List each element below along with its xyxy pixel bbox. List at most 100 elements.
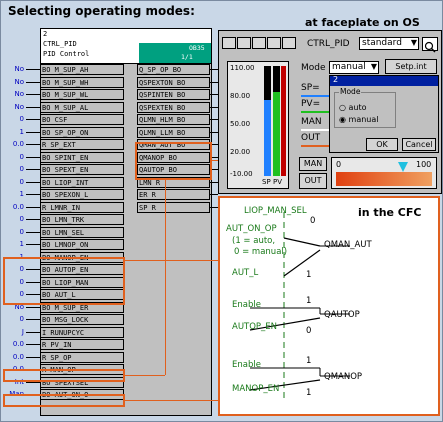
output-row[interactable]: QSPEXTON BO [137,76,210,88]
input-row[interactable]: BO LIOP_INT [40,176,124,188]
cfc-n0a: 0 [310,216,316,226]
input-row[interactable]: R SP_OP [40,351,124,363]
cfc-qmanop: QMANOP [324,372,363,382]
output-pin [210,156,218,158]
bar-graph-panel: 110.00 80.00 50.00 20.00 -10.00 SP PV [227,61,289,189]
output-pin [210,106,218,108]
cfc-enable-2: Enable [232,360,261,370]
input-row[interactable]: BO SP_OP_ON [40,126,124,138]
input-row[interactable]: BO CSF [40,114,124,125]
input-row[interactable]: BO LMN_SEL [40,226,124,238]
pv-bar-fill [273,92,280,176]
output-row[interactable]: SP R [137,201,210,213]
input-row[interactable]: R SP_EXT [40,139,124,150]
input-row[interactable]: BO SPINT_EN [40,151,124,163]
input-row[interactable]: BO SPEXON_L [40,189,124,200]
input-row[interactable]: I RUNUPCYC [40,326,124,338]
cfc-n1c: 1 [306,356,312,366]
input-pin [26,294,40,295]
legend-out-swatch [301,145,331,147]
output-row[interactable]: ER R [137,189,210,200]
input-row[interactable]: BO M_SUP_WH [40,76,124,88]
connector-aut-on-op [125,400,218,401]
faceplate-caption: at faceplate on OS [305,16,420,29]
output-row[interactable]: QAUTOP BO [137,164,210,175]
input-row[interactable]: BO M_SUP_ER [40,301,124,313]
output-pin [210,144,218,145]
input-row[interactable]: BO M_SUP_AL [40,101,124,113]
legend-pv-swatch [301,111,331,113]
output-slider-panel: 0 100 [331,157,437,189]
pv-bar-label: PV [273,178,283,186]
input-value: 1 [19,252,24,261]
radio-manual[interactable]: ◉ manual [339,115,379,124]
cfc-aut-on-op: AUT_ON_OP [226,224,277,234]
input-value: No [14,77,24,86]
output-row[interactable]: QMANOP BO [137,151,210,163]
input-row[interactable]: R PV_IN [40,339,124,350]
output-row[interactable]: QLMN_HLM BO [137,114,210,125]
output-row[interactable]: QSPEXTEN BO [137,101,210,113]
output-row[interactable]: QSPINTEN BO [137,89,210,100]
input-row[interactable]: BO LMNOP_ON [40,239,124,250]
faceplate-window: CTRL_PID standard ▼ 110.00 80.00 50.00 2… [218,30,442,194]
input-row[interactable]: BO LMN_TRK [40,214,124,225]
input-pin [26,156,40,158]
output-row[interactable]: Q_SP_OP BO [137,64,210,75]
cfc-n1b: 1 [306,296,312,306]
radio-auto[interactable]: ○ auto [339,103,367,112]
chevron-down-icon: ▼ [370,62,377,71]
output-pin [210,181,218,183]
input-value: No [14,102,24,111]
toolbar-button-4[interactable] [267,37,281,49]
cfc-wiring [249,212,350,398]
view-select[interactable]: standard ▼ [359,37,419,50]
input-row[interactable]: BO M_SUP_AH [40,64,124,75]
input-pin [26,306,40,308]
cfc-n1d: 1 [306,388,312,398]
output-slider-track[interactable] [336,172,432,186]
cancel-button[interactable]: Cancel [402,138,436,151]
setpoint-internal-button[interactable]: Setp.int [385,59,437,74]
toolbar-button-2[interactable] [237,37,251,49]
mode-select[interactable]: manual ▼ [329,61,379,74]
input-pin [26,131,40,133]
magnifier-icon[interactable] [422,37,438,53]
out-button[interactable]: OUT [299,173,327,189]
output-row[interactable]: QLMN_LLM BO [137,126,210,138]
scale-110: 110.00 [230,64,255,72]
highlight-aut-on-op [3,394,125,407]
input-row[interactable]: BO MSG_LOCK [40,314,124,325]
output-row[interactable]: LMN R [137,176,210,188]
block-comment: PID Control [43,50,90,58]
input-value: 0 [19,315,24,323]
cfc-caption: in the CFC [358,206,422,219]
ok-button[interactable]: OK [366,138,398,151]
man-button[interactable]: MAN [299,157,327,171]
input-row[interactable]: BO SPEXTSEL [40,376,124,388]
output-pin [210,169,218,170]
output-pin [210,81,218,83]
toolbar-button-3[interactable] [252,37,266,49]
input-row[interactable]: BO SPEXT_EN [40,164,124,175]
highlight-man-op [3,369,125,382]
input-value: 0.0 [12,352,24,361]
output-pin [210,69,218,70]
input-value: 0 [19,290,24,298]
toolbar-button-5[interactable] [282,37,296,49]
output-pin [210,131,218,133]
input-value: 0 [19,265,24,273]
input-value: 0 [19,152,24,161]
output-slider-thumb[interactable] [398,162,408,172]
toolbar-button-1[interactable] [222,37,236,49]
input-pin [26,231,40,233]
sp-bar-label: SP [262,178,271,186]
input-pin [26,69,40,70]
input-row[interactable]: R LMNR_IN [40,201,124,213]
output-row[interactable]: QMAN_AUT BO [137,139,210,150]
input-row[interactable]: BO M_SUP_WL [40,89,124,100]
input-value: 0 [19,165,24,173]
input-pin [26,331,40,333]
cfc-enable-1: Enable [232,300,261,310]
input-value: 0 [19,277,24,286]
